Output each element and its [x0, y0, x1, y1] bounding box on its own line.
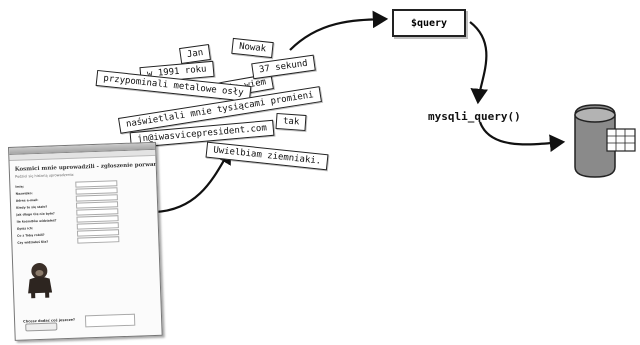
query-variable-box: $query	[392, 9, 466, 37]
arrow-slips-to-query	[289, 10, 389, 51]
submit-button[interactable]	[25, 322, 58, 332]
slip-tak: tak	[275, 112, 307, 132]
form-window-screenshot: Kosmici mnie uprowadzili - zgłoszenie po…	[8, 141, 163, 341]
arrow-form-to-slips	[154, 148, 232, 214]
arrow-function-to-db	[478, 121, 566, 152]
other-textarea[interactable]	[84, 313, 136, 328]
arrow-query-to-function	[469, 21, 488, 105]
form-field[interactable]	[77, 235, 120, 244]
dog-photo	[28, 262, 53, 299]
mysqli-query-label: mysqli_query()	[428, 110, 521, 123]
database-icon	[574, 104, 636, 178]
